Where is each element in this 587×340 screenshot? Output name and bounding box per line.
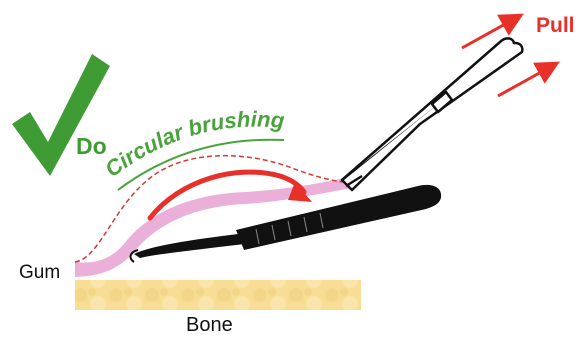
bone-block [75, 280, 361, 310]
bone-label: Bone [186, 314, 233, 337]
pull-label: Pull [536, 14, 575, 38]
do-label: Do [76, 133, 107, 160]
tweezers-instrument [342, 38, 522, 190]
gum-label: Gum [19, 262, 60, 284]
